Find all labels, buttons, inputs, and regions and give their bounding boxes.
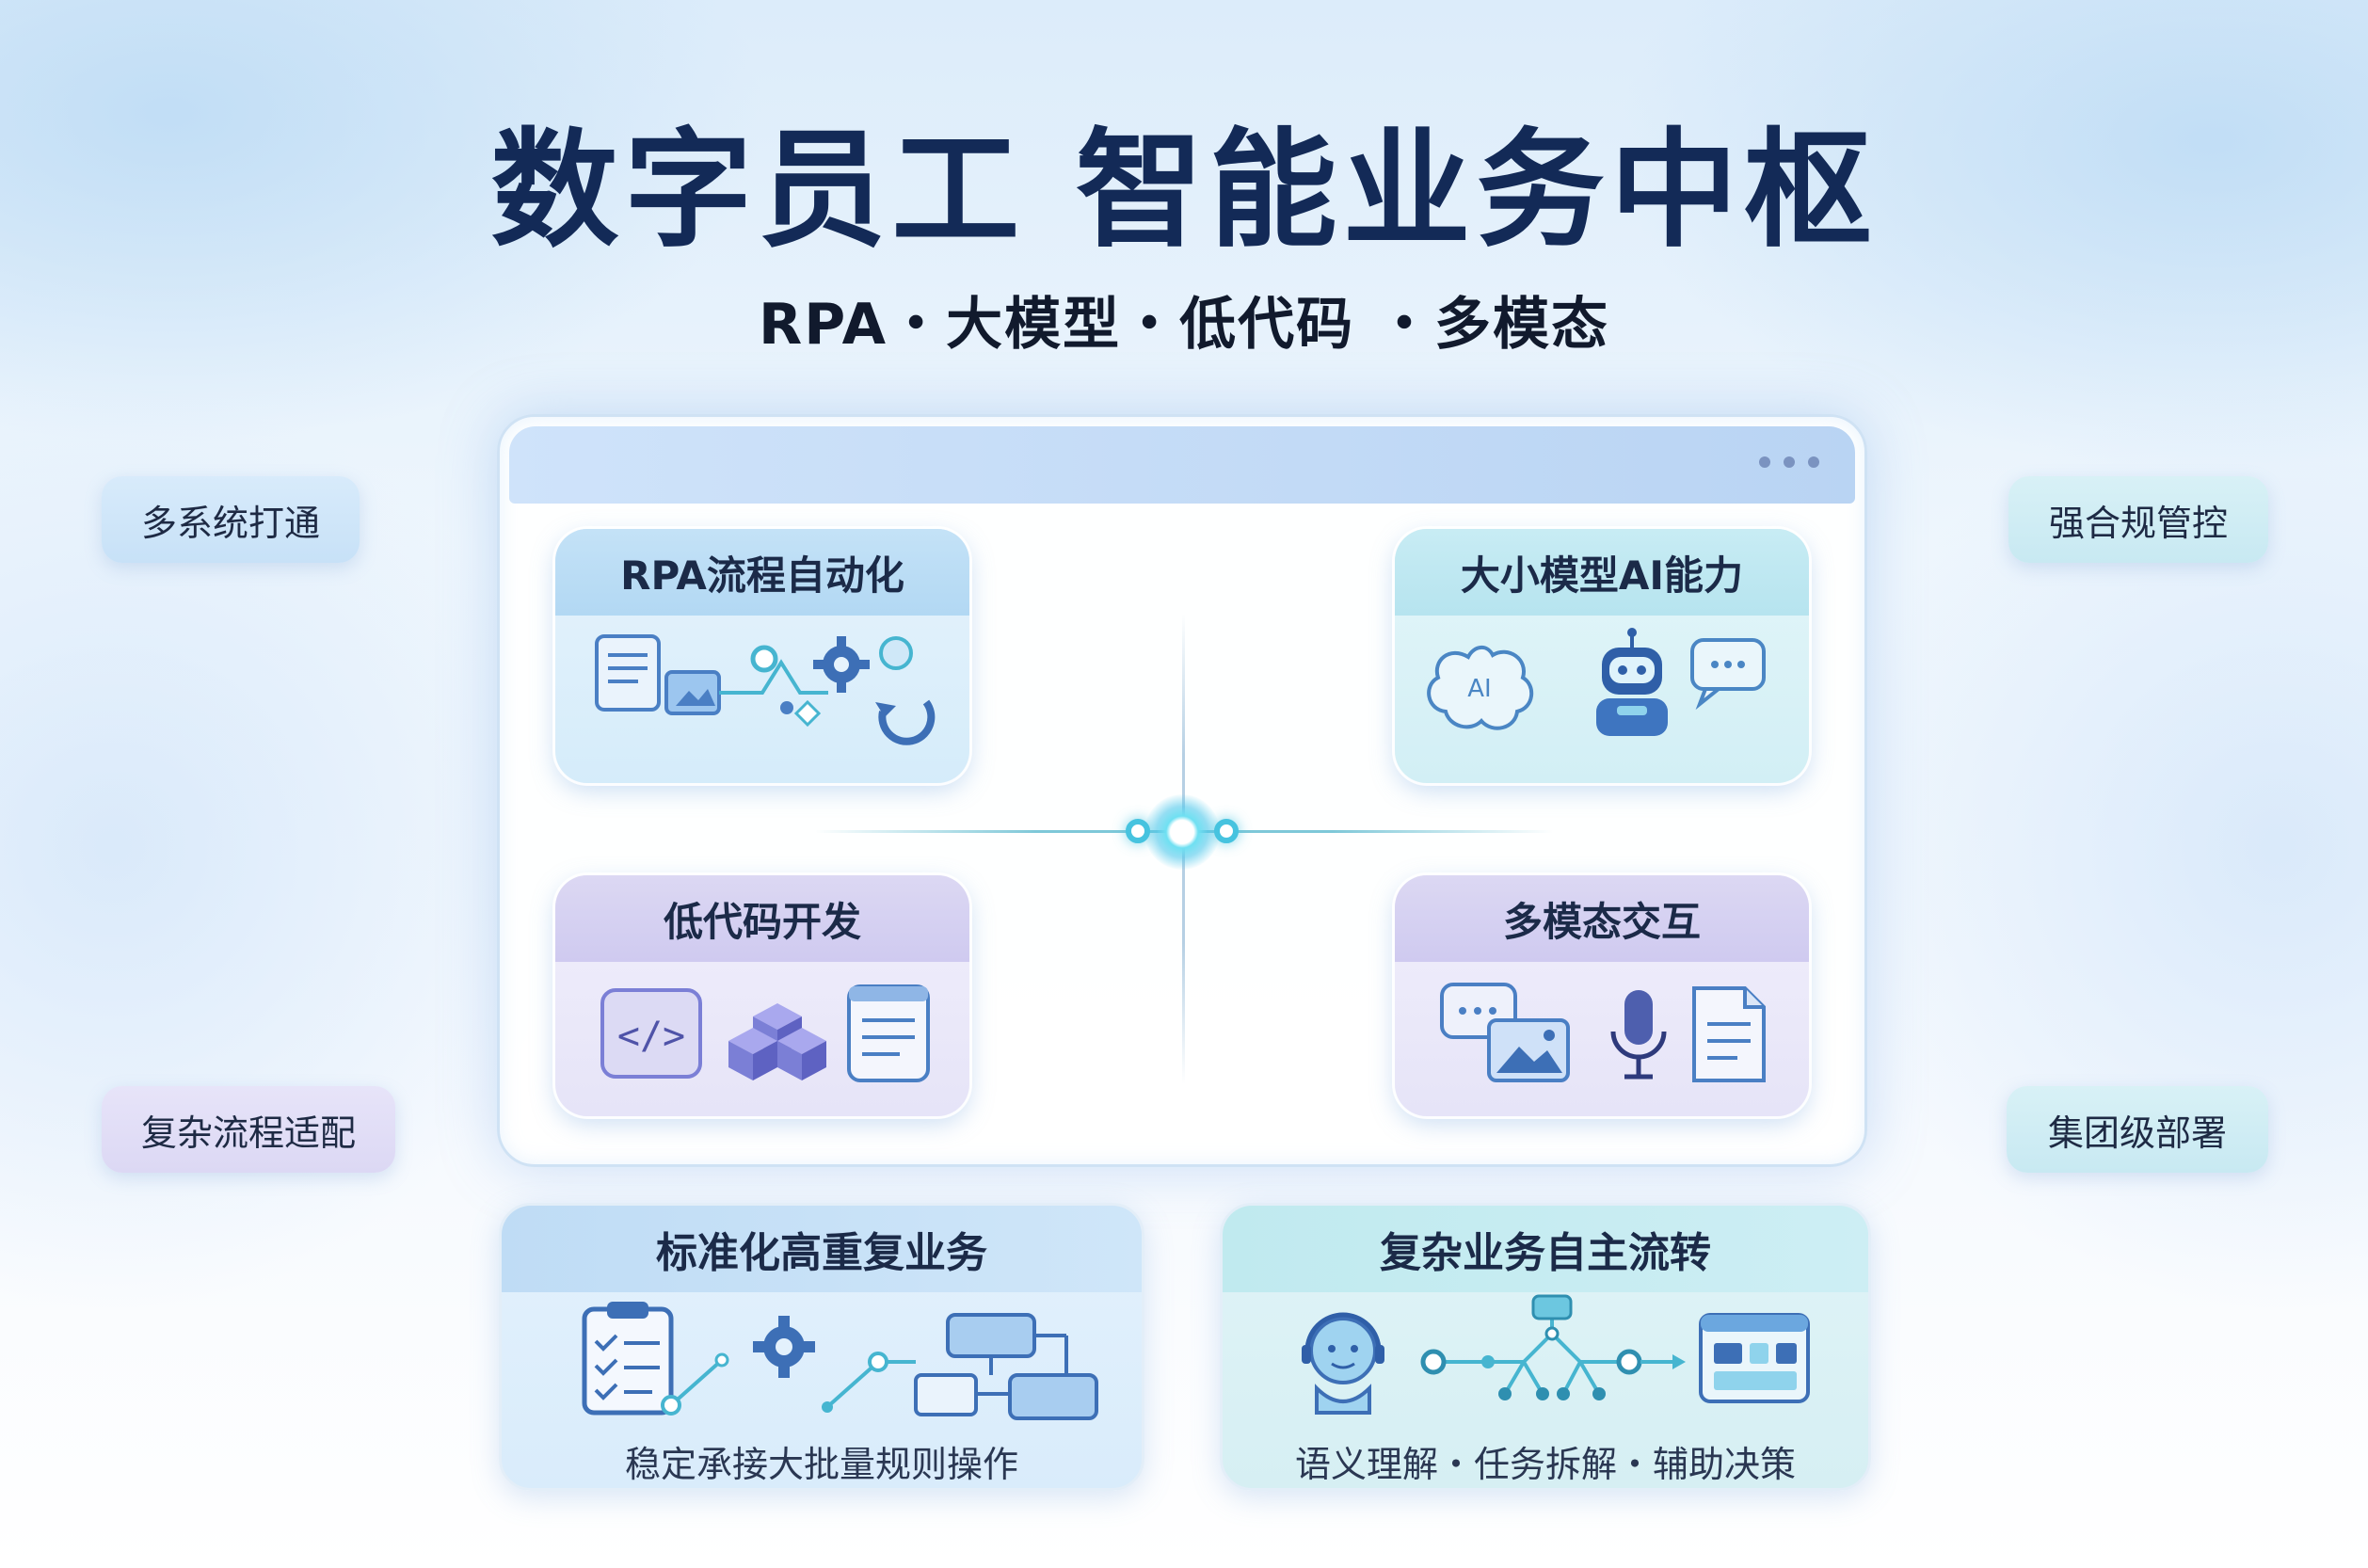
document-icon xyxy=(847,984,930,1082)
hub-node-right xyxy=(1214,819,1239,843)
scenario-complex: 复杂业务自主流转 xyxy=(1220,1203,1871,1491)
dashboard-icon xyxy=(1699,1313,1810,1403)
side-tag-compliance: 强合规管控 xyxy=(2008,476,2268,563)
module-ai: 大小模型AI能力 AI xyxy=(1395,529,1809,783)
lowcode-illustration: </> xyxy=(600,984,930,1082)
headset-agent-icon xyxy=(1302,1312,1384,1415)
tree-flow-icon xyxy=(1488,1294,1618,1400)
gear-icon xyxy=(813,636,870,693)
scenario-caption: 语义理解・任务拆解・辅助决策 xyxy=(1294,1444,1796,1485)
chat-image-icon xyxy=(1440,983,1570,1082)
clipboard-checklist-icon xyxy=(582,1302,674,1416)
image-icon xyxy=(664,670,721,715)
side-tag-group-deploy: 集团级部署 xyxy=(2007,1086,2268,1173)
module-title: 低代码开发 xyxy=(555,875,969,962)
svg-text:AI: AI xyxy=(1467,675,1491,703)
side-tag-label: 强合规管控 xyxy=(2048,502,2228,544)
side-tag-label: 集团级部署 xyxy=(2047,1112,2227,1154)
hub-node-left xyxy=(1126,819,1150,843)
window-title-bar xyxy=(509,426,1855,504)
multimodal-illustration xyxy=(1440,983,1766,1082)
scenario-title: 复杂业务自主流转 xyxy=(1223,1206,1868,1292)
gear-icon xyxy=(753,1316,815,1378)
page-subtitle: RPA・大模型・低代码 ・多模态 xyxy=(759,292,1609,358)
side-tag-label: 多系统打通 xyxy=(140,502,320,544)
side-tag-complex-process: 复杂流程适配 xyxy=(102,1086,395,1173)
window-menu-dots-icon xyxy=(1759,456,1819,468)
flowchart-icon xyxy=(914,1313,1098,1420)
module-title: RPA流程自动化 xyxy=(555,529,969,616)
central-hub-glow xyxy=(1144,794,1220,870)
refresh-icon xyxy=(875,699,936,745)
module-lowcode: 低代码开发 </> xyxy=(555,875,969,1116)
cubes-icon xyxy=(728,1003,826,1080)
scenario-title: 标准化高重复业务 xyxy=(502,1206,1142,1292)
page-title: 数字员工 智能业务中枢 xyxy=(490,117,1878,265)
module-multimodal: 多模态交互 xyxy=(1395,875,1809,1116)
svg-text:</>: </> xyxy=(617,1015,685,1058)
scenario-caption: 稳定承接大批量规则操作 xyxy=(624,1444,1018,1485)
robot-icon xyxy=(1596,628,1668,736)
ai-illustration: AI xyxy=(1427,628,1766,736)
rpa-illustration xyxy=(595,634,936,745)
document-icon xyxy=(595,634,661,712)
chat-bubble-icon xyxy=(1690,638,1766,711)
module-rpa: RPA流程自动化 xyxy=(555,529,969,783)
standard-illustration xyxy=(582,1302,1098,1420)
brain-ai-icon: AI xyxy=(1427,646,1533,730)
complex-illustration xyxy=(1302,1294,1810,1415)
module-title: 大小模型AI能力 xyxy=(1395,529,1809,616)
microphone-icon xyxy=(1610,990,1667,1080)
document-icon xyxy=(1692,986,1766,1082)
module-title: 多模态交互 xyxy=(1395,875,1809,962)
scenario-standard: 标准化高重复业务 xyxy=(499,1203,1144,1491)
side-tag-multi-system: 多系统打通 xyxy=(102,476,360,563)
side-tag-label: 复杂流程适配 xyxy=(140,1112,356,1154)
code-icon: </> xyxy=(600,988,702,1079)
